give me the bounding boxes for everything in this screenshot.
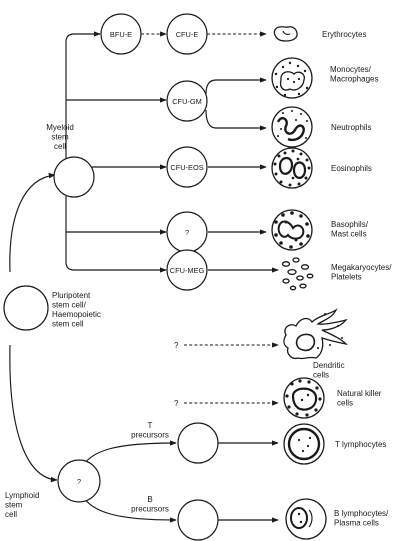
eosinophil-drawing bbox=[271, 147, 313, 189]
cfu-meg-circle bbox=[166, 249, 208, 291]
mature-cells bbox=[271, 26, 348, 540]
cfu-gm-to-neutrophil-arrow bbox=[205, 109, 267, 131]
basophil-drawing bbox=[271, 209, 313, 251]
lymphoid-question-label: ? bbox=[77, 477, 81, 486]
b-precursor-circle bbox=[177, 499, 219, 541]
bfu-e-circle bbox=[100, 13, 142, 55]
mature-cell-labels: Erythrocytes Monocytes/Macrophages Neutr… bbox=[313, 30, 392, 528]
myeloid-trunk-lower bbox=[65, 196, 167, 273]
bfu-e-label: BFU-E bbox=[110, 30, 132, 39]
b-lymphocytes-label: B lymphocytes/Plasma cells bbox=[334, 509, 389, 528]
monocyte-drawing bbox=[271, 57, 313, 99]
b-lymphocyte-drawing bbox=[285, 498, 327, 540]
unknown-progenitor-label: ? bbox=[185, 228, 189, 237]
neutrophils-label: Neutrophils bbox=[331, 123, 371, 132]
platelets-drawing bbox=[281, 257, 314, 291]
t-precursor-circle bbox=[177, 422, 219, 464]
dendritic-cell-drawing bbox=[283, 308, 348, 360]
progenitor-cells bbox=[3, 13, 219, 541]
monocytes-label: Monocytes/Macrophages bbox=[330, 65, 378, 84]
pluripotent-to-lymphoid-arrow bbox=[9, 344, 58, 483]
erythrocytes-label: Erythrocytes bbox=[322, 30, 366, 39]
megakaryocytes-label: Megakaryocytes/Platelets bbox=[331, 263, 392, 282]
cfu-eos-label: CFU-EOS bbox=[170, 163, 203, 172]
eosinophils-label: Eosinophils bbox=[331, 164, 372, 173]
t-lymphocytes-label: T lymphocytes bbox=[335, 440, 386, 449]
dendritic-origin-label: ? bbox=[174, 341, 179, 350]
nk-cell-drawing bbox=[283, 377, 325, 419]
cfu-e-circle bbox=[166, 13, 208, 55]
t-lymphocyte-drawing bbox=[283, 423, 325, 465]
cfu-eos-circle bbox=[166, 146, 208, 188]
lymphoid-stem-cell-circle bbox=[57, 459, 101, 503]
myeloid-trunk bbox=[65, 31, 101, 160]
pluripotent-to-myeloid-arrow bbox=[9, 172, 56, 273]
cfu-gm-circle bbox=[166, 80, 208, 122]
cfu-gm-label: CFU-GM bbox=[172, 97, 202, 106]
node-labels: BFU-E CFU-E CFU-GM CFU-EOS ? CFU-MEG ? ?… bbox=[77, 30, 205, 486]
cfu-gm-to-monocyte-arrow bbox=[205, 77, 267, 95]
cfu-e-label: CFU-E bbox=[176, 30, 199, 39]
erythrocyte-drawing bbox=[273, 26, 298, 42]
pluripotent-stem-cell-circle bbox=[3, 285, 49, 331]
nk-origin-label: ? bbox=[174, 399, 179, 408]
cfu-meg-label: CFU-MEG bbox=[170, 266, 205, 275]
myeloid-stem-cell-circle bbox=[53, 156, 95, 198]
connectors bbox=[9, 31, 279, 523]
basophils-label: Basophils/Mast cells bbox=[331, 220, 369, 239]
neutrophil-drawing bbox=[271, 106, 313, 148]
